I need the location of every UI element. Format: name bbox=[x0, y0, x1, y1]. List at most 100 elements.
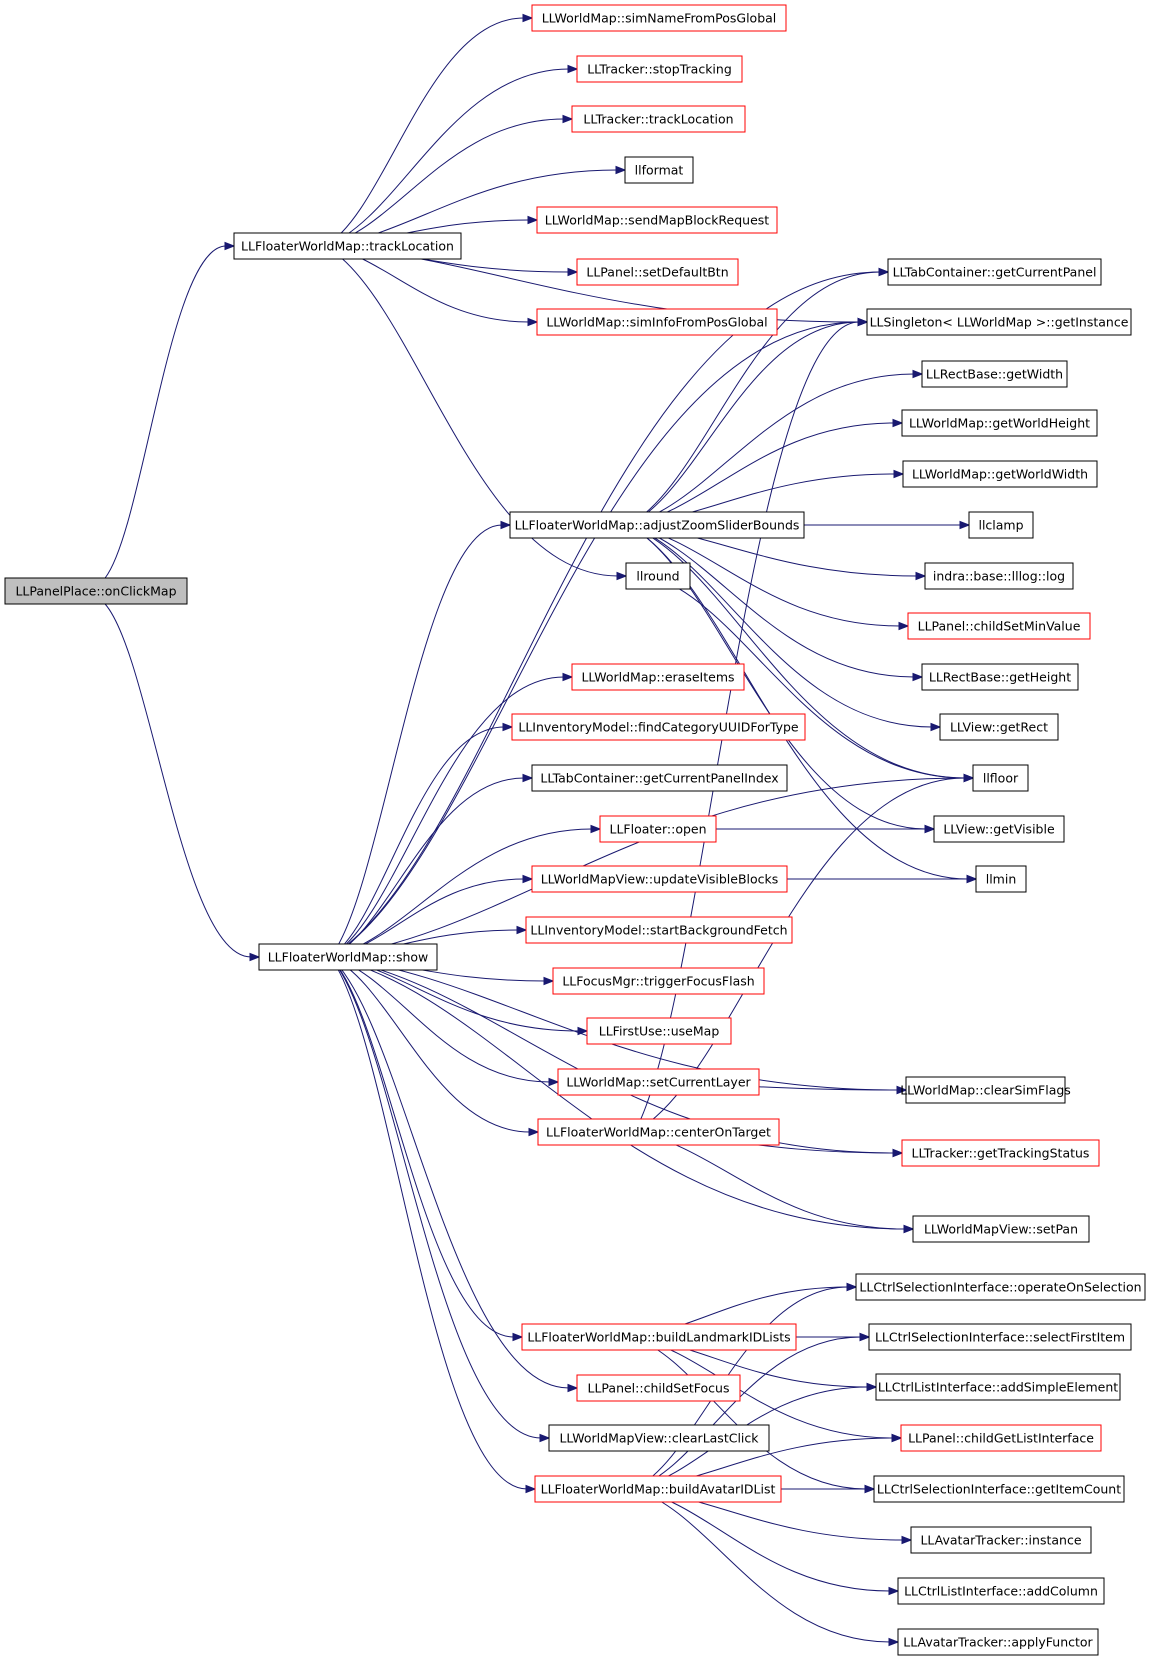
node-add-column[interactable]: LLCtrlListInterface::addColumn bbox=[897, 1577, 1105, 1605]
node-add-simple-element[interactable]: LLCtrlListInterface::addSimpleElement bbox=[875, 1373, 1121, 1401]
node-label: LLFloaterWorldMap::buildAvatarIDList bbox=[541, 1482, 776, 1497]
node-box bbox=[576, 258, 739, 286]
node-box bbox=[557, 1068, 760, 1096]
node-select-first-item[interactable]: LLCtrlSelectionInterface::selectFirstIte… bbox=[868, 1323, 1132, 1351]
node-get-rect[interactable]: LLView::getRect bbox=[939, 713, 1059, 741]
node-label: indra::base::lllog::log bbox=[933, 569, 1065, 584]
node-layer: LLPanelPlace::onClickMapLLFloaterWorldMa… bbox=[4, 4, 1146, 1656]
node-use-map[interactable]: LLFirstUse::useMap bbox=[586, 1017, 732, 1045]
node-on-click-map[interactable]: LLPanelPlace::onClickMap bbox=[4, 577, 188, 605]
node-apply-functor[interactable]: LLAvatarTracker::applyFunctor bbox=[897, 1628, 1099, 1656]
node-get-instance[interactable]: LLSingleton< LLWorldMap >::getInstance bbox=[866, 308, 1132, 336]
node-llformat[interactable]: llformat bbox=[624, 156, 694, 184]
node-box bbox=[537, 1118, 780, 1146]
node-label: LLTracker::trackLocation bbox=[583, 112, 733, 127]
node-start-background-fetch[interactable]: LLInventoryModel::startBackgroundFetch bbox=[525, 916, 793, 944]
node-box bbox=[576, 1374, 741, 1402]
node-label: LLInventoryModel::findCategoryUUIDForTyp… bbox=[518, 720, 799, 735]
node-box bbox=[531, 764, 788, 792]
node-child-set-min-value[interactable]: LLPanel::childSetMinValue bbox=[907, 612, 1091, 640]
node-adjust-zoom-slider-bounds[interactable]: LLFloaterWorldMap::adjustZoomSliderBound… bbox=[509, 511, 805, 539]
node-box bbox=[887, 258, 1102, 286]
node-stop-tracking[interactable]: LLTracker::stopTracking bbox=[576, 55, 743, 83]
arrowhead bbox=[567, 267, 579, 277]
node-get-visible[interactable]: LLView::getVisible bbox=[933, 815, 1065, 843]
node-box bbox=[258, 943, 438, 971]
call-edge-show-to-get-instance bbox=[329, 317, 869, 958]
node-box bbox=[534, 1475, 782, 1503]
node-build-landmark-idlists[interactable]: LLFloaterWorldMap::buildLandmarkIDLists bbox=[521, 1323, 797, 1351]
node-box bbox=[902, 460, 1098, 488]
call-edge-build-avatar-idlist-to-apply-functor bbox=[633, 1488, 900, 1647]
call-edge-adjust-zoom-slider-bounds-to-get-rect bbox=[627, 524, 942, 732]
node-label: LLCtrlSelectionInterface::selectFirstIte… bbox=[875, 1330, 1125, 1345]
node-show[interactable]: LLFloaterWorldMap::show bbox=[258, 943, 438, 971]
node-box bbox=[868, 1323, 1132, 1351]
node-set-pan[interactable]: LLWorldMapView::setPan bbox=[912, 1215, 1090, 1243]
node-clear-sim-flags[interactable]: LLWorldMap::clearSimFlags bbox=[900, 1076, 1071, 1104]
call-edge-adjust-zoom-slider-bounds-to-get-current-panel bbox=[627, 267, 890, 526]
node-get-world-width[interactable]: LLWorldMap::getWorldWidth bbox=[902, 460, 1098, 488]
arrowhead bbox=[525, 1484, 537, 1494]
node-operate-on-selection[interactable]: LLCtrlSelectionInterface::operateOnSelec… bbox=[855, 1273, 1146, 1301]
node-get-width[interactable]: LLRectBase::getWidth bbox=[921, 360, 1068, 388]
node-label: LLFirstUse::useMap bbox=[599, 1024, 720, 1039]
node-get-tracking-status[interactable]: LLTracker::getTrackingStatus bbox=[901, 1139, 1100, 1167]
node-label: LLCtrlListInterface::addColumn bbox=[904, 1584, 1098, 1599]
node-box bbox=[975, 865, 1027, 893]
node-send-map-block-request[interactable]: LLWorldMap::sendMapBlockRequest bbox=[536, 206, 778, 234]
call-edge-on-click-map-to-track-location bbox=[104, 241, 236, 579]
node-label: LLSingleton< LLWorldMap >::getInstance bbox=[870, 315, 1129, 330]
node-box bbox=[912, 1215, 1090, 1243]
node-sim-info-from-pos-global[interactable]: LLWorldMap::simInfoFromPosGlobal bbox=[536, 308, 778, 336]
node-child-get-list-interface[interactable]: LLPanel::childGetListInterface bbox=[900, 1424, 1102, 1452]
node-avatar-tracker-instance[interactable]: LLAvatarTracker::instance bbox=[910, 1526, 1092, 1554]
node-track-location[interactable]: LLFloaterWorldMap::trackLocation bbox=[233, 232, 462, 260]
node-sim-name-from-pos-global[interactable]: LLWorldMap::simNameFromPosGlobal bbox=[531, 4, 787, 32]
arrowhead bbox=[846, 1282, 858, 1292]
node-get-world-height[interactable]: LLWorldMap::getWorldHeight bbox=[901, 409, 1098, 437]
call-edge-track-location-to-stop-tracking bbox=[324, 64, 579, 247]
node-clear-last-click[interactable]: LLWorldMapView::clearLastClick bbox=[548, 1424, 770, 1452]
node-update-visible-blocks[interactable]: LLWorldMapView::updateVisibleBlocks bbox=[531, 865, 788, 893]
node-llog[interactable]: indra::base::lllog::log bbox=[924, 562, 1074, 590]
node-llround[interactable]: llround bbox=[625, 562, 691, 590]
arrowhead bbox=[548, 1077, 560, 1087]
node-llmin[interactable]: llmin bbox=[975, 865, 1027, 893]
node-get-item-count[interactable]: LLCtrlSelectionInterface::getItemCount bbox=[873, 1475, 1125, 1503]
arrowhead bbox=[896, 1085, 908, 1095]
node-label: LLView::getVisible bbox=[943, 822, 1055, 837]
node-tracker-track-location[interactable]: LLTracker::trackLocation bbox=[571, 105, 746, 133]
node-label: LLPanel::childSetMinValue bbox=[918, 619, 1081, 634]
node-get-height[interactable]: LLRectBase::getHeight bbox=[921, 663, 1079, 691]
call-edge-show-to-child-set-focus bbox=[329, 956, 579, 1393]
arrowhead bbox=[567, 64, 579, 74]
node-box bbox=[525, 916, 793, 944]
arrowhead bbox=[500, 520, 512, 530]
node-set-default-btn[interactable]: LLPanel::setDefaultBtn bbox=[576, 258, 739, 286]
arrowhead bbox=[502, 722, 514, 732]
node-box bbox=[531, 865, 788, 893]
node-child-set-focus[interactable]: LLPanel::childSetFocus bbox=[576, 1374, 741, 1402]
node-label: LLFloaterWorldMap::buildLandmarkIDLists bbox=[527, 1330, 790, 1345]
call-edge-adjust-zoom-slider-bounds-to-get-height bbox=[627, 524, 924, 682]
node-get-current-panel-index[interactable]: LLTabContainer::getCurrentPanelIndex bbox=[531, 764, 788, 792]
node-center-on-target[interactable]: LLFloaterWorldMap::centerOnTarget bbox=[537, 1118, 780, 1146]
node-llfloor[interactable]: llfloor bbox=[972, 764, 1029, 792]
node-find-category-uuidfor-type[interactable]: LLInventoryModel::findCategoryUUIDForTyp… bbox=[511, 713, 806, 741]
node-set-current-layer[interactable]: LLWorldMap::setCurrentLayer bbox=[557, 1068, 760, 1096]
arrowhead bbox=[912, 369, 924, 379]
node-box bbox=[599, 815, 717, 843]
node-get-current-panel[interactable]: LLTabContainer::getCurrentPanel bbox=[887, 258, 1102, 286]
node-box bbox=[866, 308, 1132, 336]
node-trigger-focus-flash[interactable]: LLFocusMgr::triggerFocusFlash bbox=[552, 967, 765, 995]
node-box bbox=[901, 1139, 1100, 1167]
node-llclamp[interactable]: llclamp bbox=[968, 511, 1034, 539]
node-floater-open[interactable]: LLFloater::open bbox=[599, 815, 717, 843]
arrowhead bbox=[516, 925, 528, 935]
node-erase-items[interactable]: LLWorldMap::eraseItems bbox=[571, 663, 745, 691]
node-label: llround bbox=[636, 569, 679, 584]
node-label: LLWorldMapView::clearLastClick bbox=[559, 1431, 759, 1446]
node-build-avatar-idlist[interactable]: LLFloaterWorldMap::buildAvatarIDList bbox=[534, 1475, 782, 1503]
call-edge-show-to-build-landmark-idlists bbox=[329, 956, 524, 1342]
